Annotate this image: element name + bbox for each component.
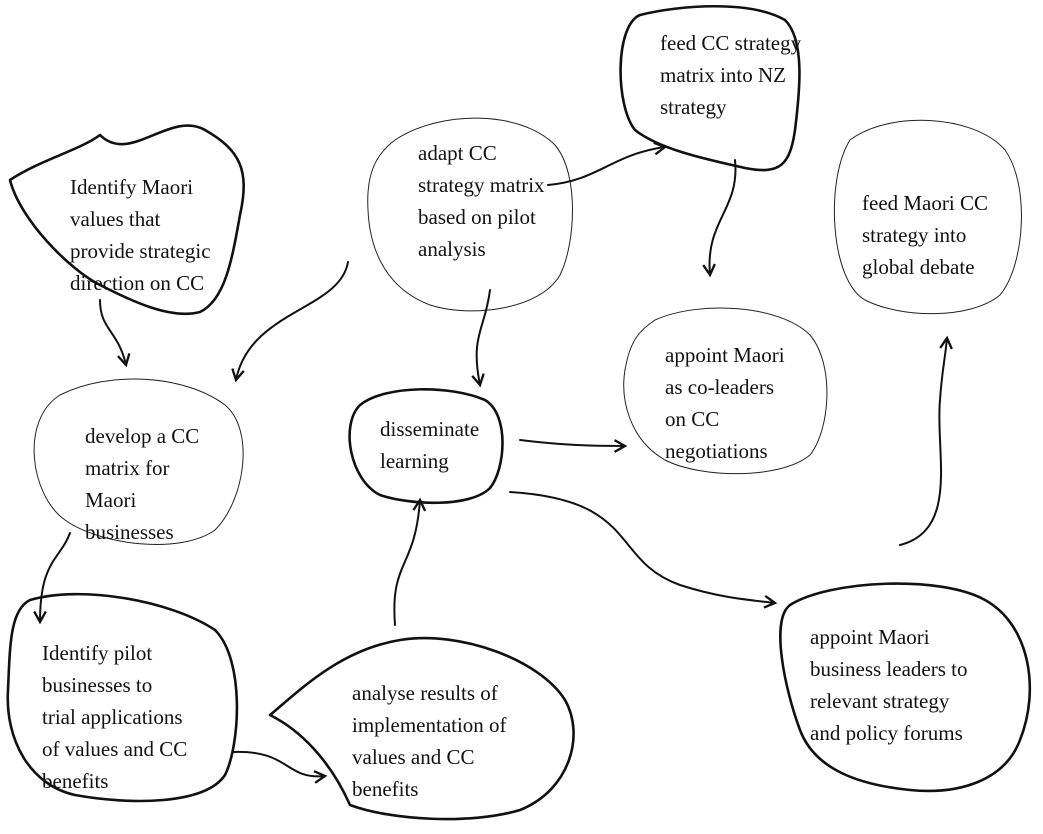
node-label-line: on CC xyxy=(665,407,719,431)
node-label-line: implementation of xyxy=(352,713,507,737)
node-label-line: benefits xyxy=(352,777,418,801)
arrow-disseminate-to-coleaders xyxy=(519,439,625,446)
node-label-line: negotiations xyxy=(665,439,768,463)
node-label-line: appoint Maori xyxy=(810,625,930,649)
node-label-line: trial applications xyxy=(42,705,183,729)
node-label-line: feed CC strategy xyxy=(660,31,802,55)
node-label-line: analysis xyxy=(418,237,486,261)
node-label-line: values that xyxy=(70,207,161,231)
node-label-line: Maori xyxy=(85,488,136,512)
node-label-line: matrix into NZ xyxy=(660,63,786,87)
arrow-adapt-to-matrix xyxy=(236,261,349,380)
node-label-line: business leaders to xyxy=(810,657,967,681)
node-label-line: adapt CC xyxy=(418,141,497,165)
node-label-line: feed Maori CC xyxy=(862,191,988,215)
node-co-leaders: appoint Maori as co-leaders on CC negoti… xyxy=(665,343,785,463)
arrow-matrix-to-pilot xyxy=(40,532,71,622)
node-label-line: Identify Maori xyxy=(70,175,193,199)
arrow-pilot-to-analyse xyxy=(233,750,325,776)
node-identify-values: Identify Maori values that provide strat… xyxy=(70,175,211,295)
node-shape-feed-nz xyxy=(619,5,801,172)
node-label-line: analyse results of xyxy=(352,681,498,705)
node-label-line: learning xyxy=(380,449,449,473)
arrow-adapt-to-disseminate xyxy=(477,289,491,385)
node-shape-business-leaders xyxy=(779,582,1032,793)
node-label-line: disseminate xyxy=(380,417,479,441)
node-develop-matrix: develop a CC matrix for Maori businesses xyxy=(85,424,199,544)
node-analyse-results: analyse results of implementation of val… xyxy=(352,681,507,801)
node-label-line: businesses xyxy=(85,520,174,544)
node-business-leaders: appoint Maori business leaders to releva… xyxy=(810,625,967,745)
node-feed-nz: feed CC strategy matrix into NZ strategy xyxy=(660,31,802,119)
node-label-line: based on pilot xyxy=(418,205,536,229)
node-label-line: Identify pilot xyxy=(42,641,152,665)
arrow-business-leaders-to-global xyxy=(899,338,947,546)
node-shape-identify-pilot xyxy=(6,592,239,803)
arrow-analyse-to-disseminate xyxy=(393,500,420,626)
node-label-line: and policy forums xyxy=(810,721,963,745)
node-label-line: strategy into xyxy=(862,223,966,247)
node-adapt-matrix: adapt CC strategy matrix based on pilot … xyxy=(418,141,545,261)
node-label-line: of values and CC xyxy=(42,737,187,761)
node-label-line: values and CC xyxy=(352,745,474,769)
node-global-debate: feed Maori CC strategy into global debat… xyxy=(862,191,988,279)
node-label-line: as co-leaders xyxy=(665,375,774,399)
node-identify-pilot: Identify pilot businesses to trial appli… xyxy=(42,641,187,793)
node-disseminate: disseminate learning xyxy=(380,417,479,473)
node-label-line: strategy matrix xyxy=(418,173,545,197)
node-shape-global-debate xyxy=(833,119,1022,315)
node-label-line: strategy xyxy=(660,95,727,119)
node-label-line: direction on CC xyxy=(70,271,204,295)
node-shape-co-leaders xyxy=(623,307,828,475)
node-shape-adapt-matrix xyxy=(367,117,573,312)
node-label-line: develop a CC xyxy=(85,424,199,448)
node-label-line: businesses to xyxy=(42,673,152,697)
node-label-line: appoint Maori xyxy=(665,343,785,367)
arrow-feed-nz-to-coleaders xyxy=(710,159,737,275)
node-label-line: benefits xyxy=(42,769,108,793)
node-shape-identify-values xyxy=(8,124,245,316)
arrow-values-to-matrix xyxy=(99,299,126,365)
node-label-line: relevant strategy xyxy=(810,689,950,713)
node-label-line: matrix for xyxy=(85,456,170,480)
node-label-line: provide strategic xyxy=(70,239,211,263)
arrow-disseminate-to-business-leaders xyxy=(509,491,775,603)
node-shape-analyse-results xyxy=(268,636,575,821)
node-shape-disseminate xyxy=(348,388,504,505)
node-shape-develop-matrix xyxy=(33,378,244,545)
arrow-adapt-to-feed-nz xyxy=(547,147,665,186)
node-label-line: global debate xyxy=(862,255,975,279)
